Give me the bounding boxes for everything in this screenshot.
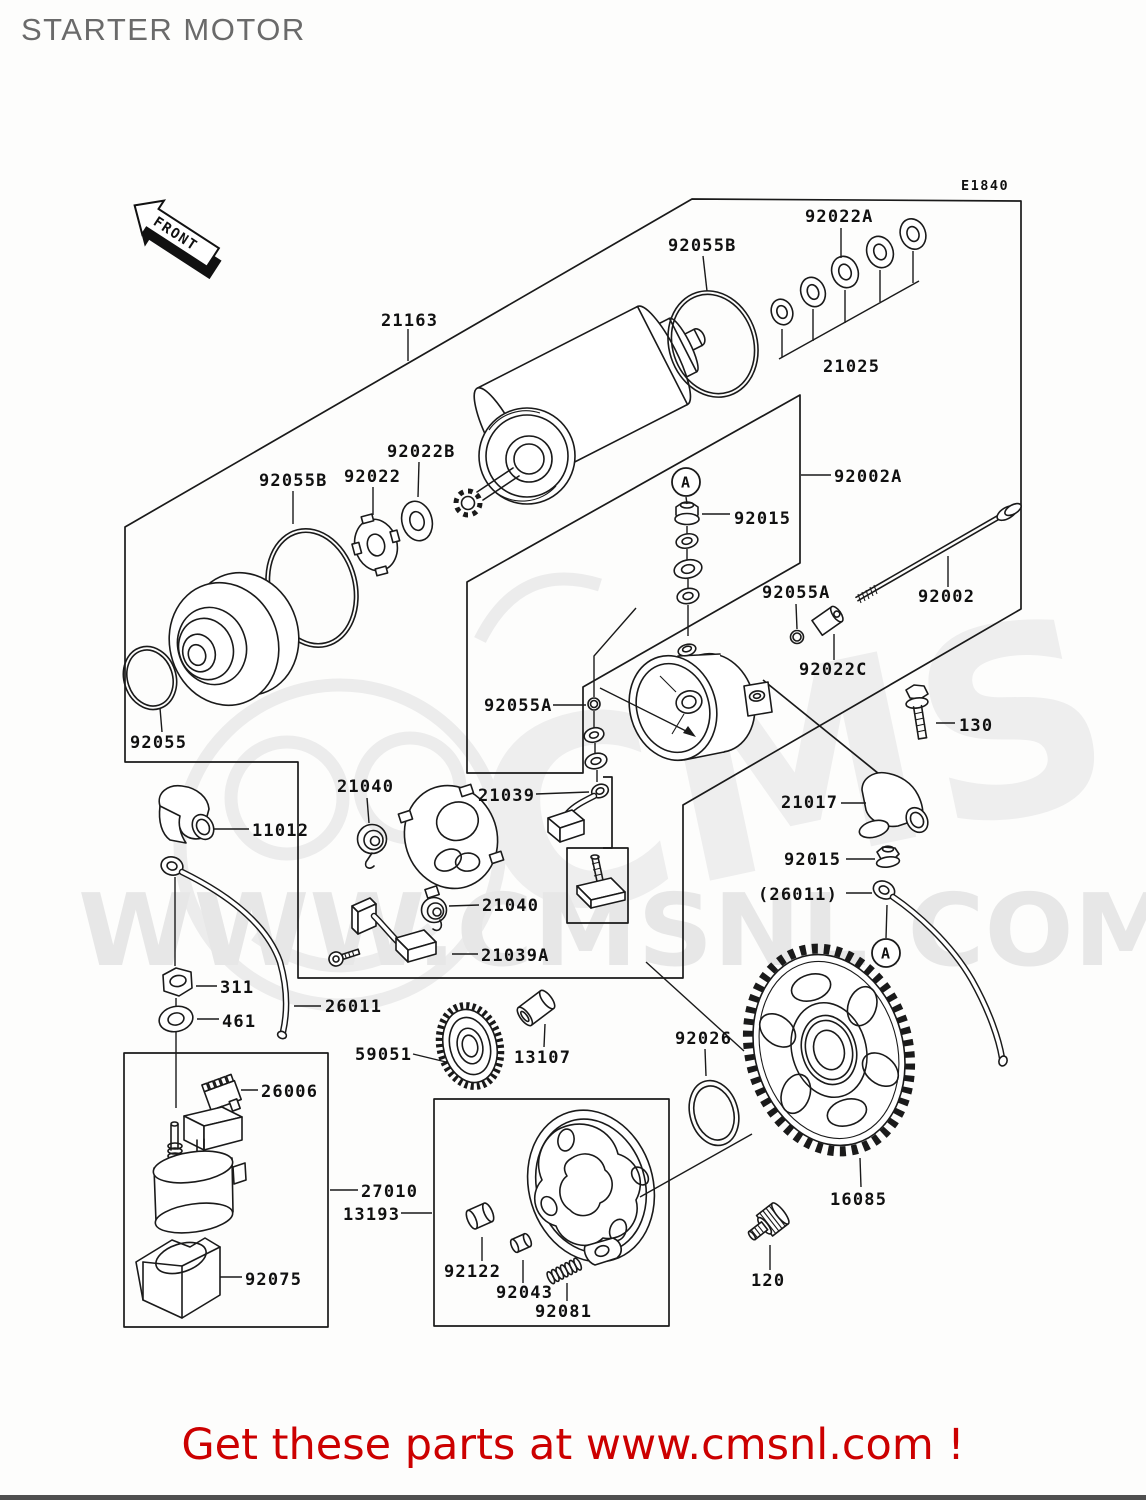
part-brush-plate-drawing — [356, 783, 505, 932]
part-front-cover-drawing — [168, 571, 300, 707]
part-labels-layer: 92022A 92055B 21025 21163 92022B 92022 92055B 9… — [130, 207, 993, 1322]
part-label-27010: 27010 — [361, 1182, 418, 1202]
part-pin-92043 — [509, 1232, 533, 1254]
part-through-bolt-92002 — [855, 502, 1022, 604]
part-label-21039: 21039 — [478, 786, 535, 806]
part-label-92022A: 92022A — [805, 207, 874, 227]
frame-lines — [123, 198, 1022, 1328]
part-label-311: 311 — [220, 978, 254, 998]
callouts-layer: AA — [671, 467, 901, 968]
part-label-461: 461 — [222, 1012, 256, 1032]
part-washer-461 — [158, 1005, 194, 1033]
part-label-92055A-left: 92055A — [484, 696, 553, 716]
part-oring-92055A-right — [789, 629, 805, 645]
part-nut-311 — [162, 967, 193, 997]
front-direction-arrow: FRONT — [133, 199, 222, 280]
part-terminal-stack-upper — [673, 501, 703, 636]
part-ring-gear-16085 — [742, 943, 916, 1157]
watermark-mascot-face — [173, 678, 507, 1012]
part-label-21025: 21025 — [823, 357, 880, 377]
part-cap-11012 — [158, 784, 215, 844]
part-label-21039A: 21039A — [481, 946, 550, 966]
outer-assembly-box — [124, 198, 1022, 979]
part-label-16085: 16085 — [830, 1190, 887, 1210]
part-label-92022B: 92022B — [387, 442, 456, 462]
clutch-box — [433, 1098, 670, 1327]
bottom-border — [0, 1495, 1146, 1500]
page-title: STARTER MOTOR — [21, 12, 306, 47]
part-label-26006: 26006 — [261, 1082, 318, 1102]
part-label-92075: 92075 — [245, 1270, 302, 1290]
solenoid-box — [123, 1052, 329, 1328]
inner-bolt-kit-box — [466, 394, 801, 774]
part-sleeve-13107 — [516, 989, 556, 1027]
leader-lines — [159, 228, 955, 1301]
part-clutch-drawing — [465, 1109, 656, 1285]
part-gear-59051 — [435, 1002, 505, 1090]
part-label-21017: 21017 — [781, 793, 838, 813]
part-label-92081: 92081 — [535, 1302, 592, 1322]
part-label-13107: 13107 — [514, 1048, 571, 1068]
part-bolt-120 — [747, 1202, 790, 1241]
part-armature-drawing — [453, 305, 706, 518]
part-washer-92022B — [400, 500, 434, 542]
part-label-92026: 92026 — [675, 1029, 732, 1049]
part-roller-92122 — [465, 1202, 495, 1230]
part-label-11012: 11012 — [252, 821, 309, 841]
footer-message[interactable]: Get these parts at www.cmsnl.com ! — [181, 1420, 965, 1470]
part-terminal-bolt — [576, 854, 626, 909]
part-brush-21039A — [328, 897, 437, 967]
part-screw — [328, 948, 361, 967]
part-label-92015-upper: 92015 — [734, 509, 791, 529]
part-spring-92081 — [546, 1257, 583, 1285]
diagram-code: E1840 — [961, 178, 1009, 194]
part-label-92022C: 92022C — [799, 660, 868, 680]
part-ground-cable-26011 — [160, 856, 290, 1108]
part-brush-21039 — [547, 783, 610, 843]
part-label-21163: 21163 — [381, 311, 438, 331]
part-end-housing-drawing — [599, 643, 773, 762]
part-label-26011-paren: (26011) — [758, 885, 838, 905]
part-label-21040-left: 21040 — [337, 777, 394, 797]
part-rubber-92075 — [135, 1237, 221, 1319]
part-92022C — [811, 605, 844, 637]
part-label-92043: 92043 — [496, 1283, 553, 1303]
part-label-26011: 26011 — [325, 997, 382, 1017]
parts-artwork — [122, 218, 1022, 1319]
callout-A-upper: A — [671, 467, 701, 497]
part-label-92055B-top: 92055B — [668, 236, 737, 256]
callout-A-lower: A — [871, 938, 901, 968]
part-label-92015-lower: 92015 — [784, 850, 841, 870]
part-label-21040-right: 21040 — [482, 896, 539, 916]
part-label-92055: 92055 — [130, 733, 187, 753]
part-label-92055A-right: 92055A — [762, 583, 831, 603]
part-label-92002A: 92002A — [834, 467, 903, 487]
part-boot-21017 — [858, 771, 929, 839]
part-lock-plate-92022 — [351, 513, 401, 577]
part-oring-92055A-left-chain — [583, 607, 637, 782]
svg-text:A: A — [681, 474, 690, 492]
part-label-130: 130 — [959, 716, 993, 736]
part-battery-cable — [872, 880, 1008, 1067]
part-washer-set-drawing — [770, 218, 927, 360]
part-label-13193: 13193 — [343, 1205, 400, 1225]
part-label-92002: 92002 — [918, 587, 975, 607]
watermark-layer: CMS WWW.CMSNL.COM — [78, 558, 1146, 1012]
part-label-92122: 92122 — [444, 1262, 501, 1282]
part-label-59051: 59051 — [355, 1045, 412, 1065]
terminal-box — [566, 847, 629, 924]
part-nut-92015-lower — [875, 845, 901, 869]
part-label-120: 120 — [751, 1271, 785, 1291]
footer-banner: Get these parts at www.cmsnl.com ! — [0, 1420, 1146, 1470]
part-label-92055B-left: 92055B — [259, 471, 328, 491]
part-gasket-92026 — [688, 1079, 740, 1147]
part-oring-92055B-top — [667, 290, 759, 398]
part-label-92022: 92022 — [344, 467, 401, 487]
part-bolt-130 — [905, 684, 929, 740]
svg-text:A: A — [881, 945, 890, 963]
part-solenoid-drawing — [152, 1073, 247, 1234]
